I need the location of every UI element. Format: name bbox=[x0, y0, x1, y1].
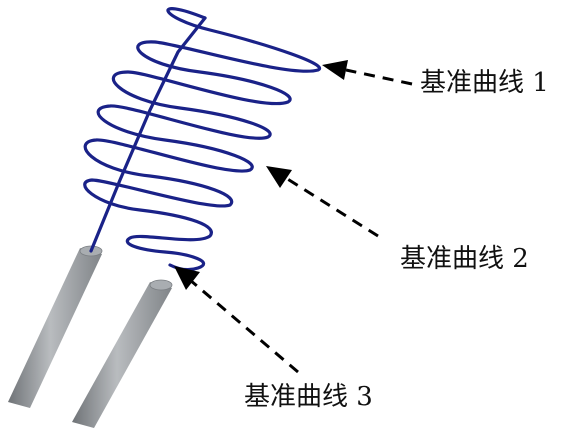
leader-line-2 bbox=[266, 166, 379, 238]
leader-line-1 bbox=[322, 60, 413, 86]
leader-line-3 bbox=[174, 266, 299, 374]
label-datum-curve-1: 基准曲线 1 bbox=[420, 68, 549, 98]
coil-return-lead bbox=[89, 16, 207, 253]
coil-helix bbox=[83, 7, 322, 272]
label-datum-curve-3: 基准曲线 3 bbox=[244, 382, 373, 412]
right-rod bbox=[72, 279, 173, 428]
arrow-head-icon bbox=[322, 60, 348, 80]
left-rod bbox=[8, 245, 103, 408]
arrow-head-icon bbox=[266, 166, 292, 188]
label-datum-curve-2: 基准曲线 2 bbox=[400, 244, 529, 274]
arrow-head-icon bbox=[174, 266, 200, 290]
